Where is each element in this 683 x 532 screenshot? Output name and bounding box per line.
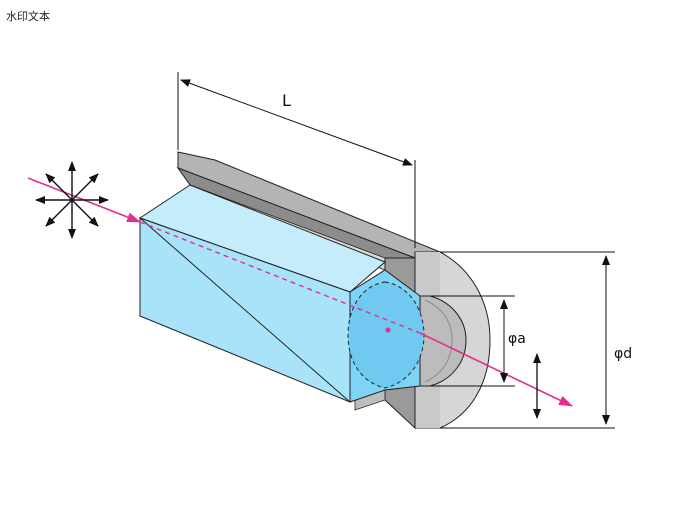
crystal-prism [138, 184, 425, 403]
length-label: L [282, 91, 291, 110]
dimension-aperture: φa [430, 295, 526, 387]
aperture-label: φa [508, 331, 526, 347]
watermark-text: 水印文本 [6, 10, 50, 23]
star-arrows-icon [35, 161, 109, 239]
dimension-diameter: φd [440, 251, 632, 429]
dimension-length: L [177, 72, 416, 248]
diameter-label: φd [614, 346, 632, 362]
